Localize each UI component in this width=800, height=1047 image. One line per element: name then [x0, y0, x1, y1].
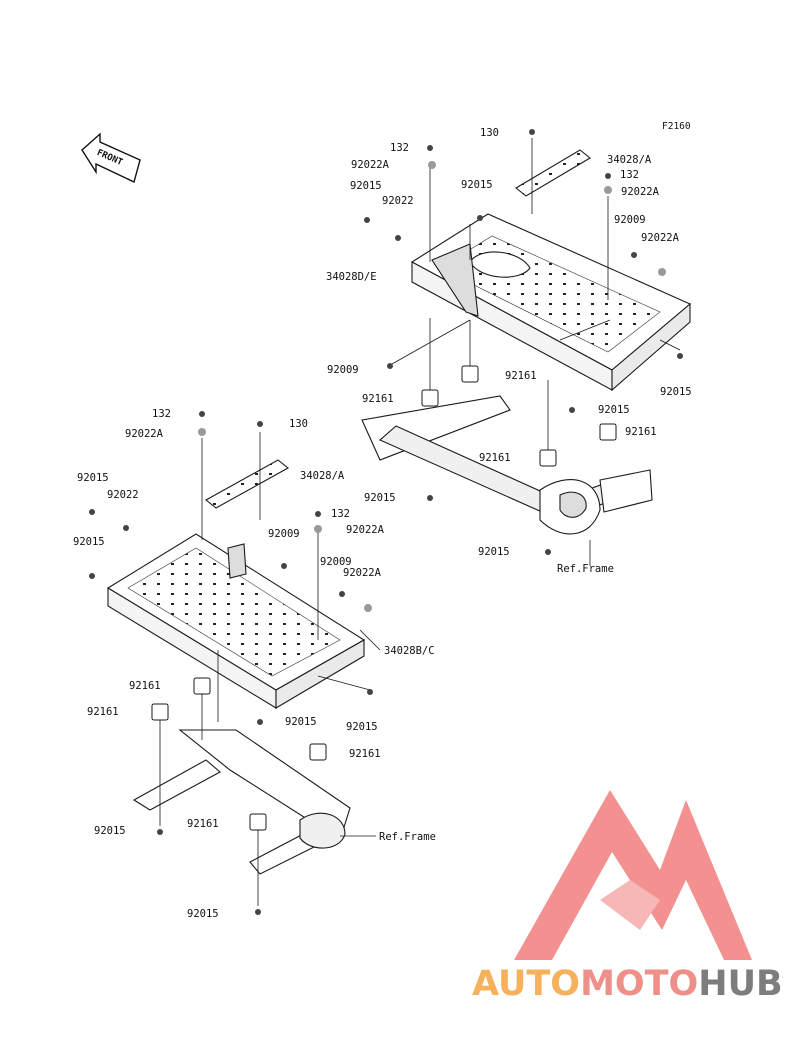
- callout-label: 92015: [77, 472, 109, 484]
- brand-part-moto: MOTO: [580, 964, 699, 1004]
- upper-carrier: [361, 149, 692, 535]
- callout-label: 92015: [364, 492, 396, 504]
- callout-ref-frame: Ref.Frame: [379, 831, 436, 843]
- callout-label: 92161: [187, 818, 219, 830]
- callout-label: 92022A: [351, 159, 389, 171]
- callout-label: 92015: [285, 716, 317, 728]
- callout-label: 34028/A: [607, 154, 652, 166]
- callout-label: 132: [152, 408, 171, 420]
- callout-label: 132: [331, 508, 350, 520]
- upper-dampers: [421, 365, 617, 467]
- callout-label: 92022: [382, 195, 414, 207]
- callout-label: 92161: [362, 393, 394, 405]
- callout-label: 92009: [320, 556, 352, 568]
- callout-label: 92015: [350, 180, 382, 192]
- callout-label: 92161: [349, 748, 381, 760]
- callout-label: 34028B/C: [384, 645, 435, 657]
- upper-leader-lines: [391, 138, 681, 566]
- callout-label: 34028/A: [300, 470, 345, 482]
- front-arrow-icon: [81, 132, 141, 183]
- figure-code: F2160: [662, 121, 691, 132]
- callout-label: 92161: [479, 452, 511, 464]
- callout-label: 92009: [268, 528, 300, 540]
- brand-part-auto: AUTO: [472, 964, 581, 1004]
- callout-label: 92015: [187, 908, 219, 920]
- callout-label: 130: [480, 127, 499, 139]
- lower-dampers: [151, 677, 327, 831]
- callout-label: 92015: [73, 536, 105, 548]
- lower-carrier: [106, 459, 366, 875]
- callout-label: 130: [289, 418, 308, 430]
- fasteners: [89, 129, 683, 915]
- callout-label: 92161: [129, 680, 161, 692]
- callout-ref-frame: Ref.Frame: [557, 563, 614, 575]
- callout-label: 132: [390, 142, 409, 154]
- watermark-logo-icon: [514, 790, 752, 960]
- brand-part-hub: HUB: [698, 964, 783, 1004]
- callout-label: 92015: [346, 721, 378, 733]
- callout-label: 92022A: [641, 232, 679, 244]
- callout-label: 92022A: [346, 524, 384, 536]
- brand-watermark: AUTOMOTOHUB: [472, 964, 783, 1004]
- callout-label: 92009: [327, 364, 359, 376]
- callout-label: 132: [620, 169, 639, 181]
- callout-label: 92015: [660, 386, 692, 398]
- callout-label: 92015: [94, 825, 126, 837]
- callout-label: 92009: [614, 214, 646, 226]
- callout-label: 92022: [107, 489, 139, 501]
- callout-label: 34028D/E: [326, 271, 377, 283]
- callout-label: 92022A: [343, 567, 381, 579]
- lower-leader-lines: [159, 432, 381, 906]
- callout-label: 92161: [625, 426, 657, 438]
- callout-label: 92022A: [125, 428, 163, 440]
- callout-label: 92022A: [621, 186, 659, 198]
- callout-label: 92015: [461, 179, 493, 191]
- callout-label: 92015: [598, 404, 630, 416]
- callout-label: 92161: [87, 706, 119, 718]
- callout-label: 92015: [478, 546, 510, 558]
- callout-label: 92161: [505, 370, 537, 382]
